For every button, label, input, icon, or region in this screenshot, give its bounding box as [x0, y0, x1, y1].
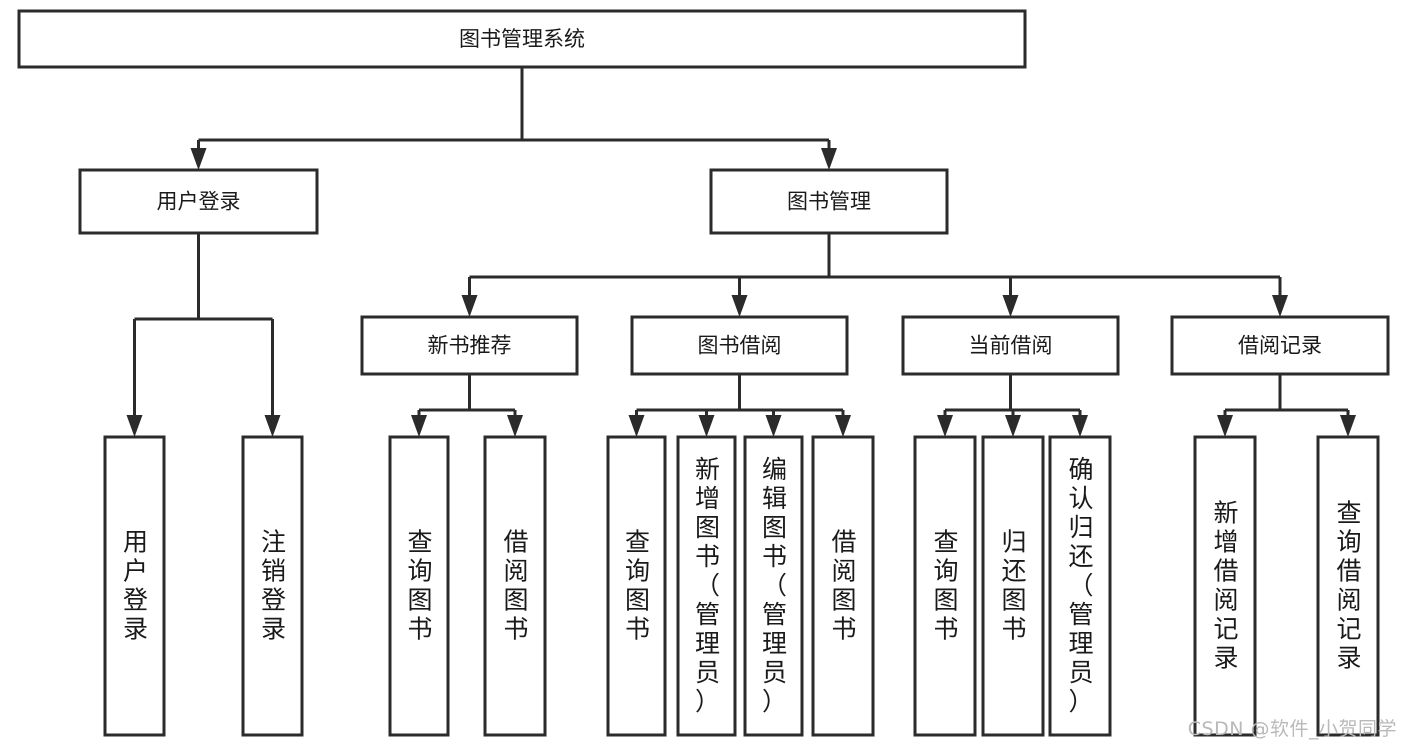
- node-box: [709, 168, 949, 235]
- node-box: [606, 435, 667, 737]
- node-box: [743, 435, 804, 737]
- node-label: 新增借阅记录: [1213, 499, 1238, 673]
- csdn-watermark: CSDN @软件_小贺同学: [1187, 718, 1397, 740]
- node-leaf-5[interactable]: 新增图书（管理员）: [676, 435, 737, 737]
- node-label: 图书管理: [787, 190, 871, 214]
- node-label: 用户登录: [157, 190, 241, 214]
- arrow-head-icon: [1002, 295, 1019, 317]
- node-leaf-10[interactable]: 确认归还（管理员）: [1048, 435, 1112, 737]
- node-label: 用户登录: [123, 528, 148, 644]
- node-box: [483, 435, 547, 737]
- node-label: 编辑图书（管理员）: [762, 455, 787, 716]
- node-leaf-11[interactable]: 新增借阅记录: [1193, 435, 1257, 737]
- node-label: 查询图书: [625, 528, 650, 644]
- arrow-head-icon: [731, 295, 748, 317]
- node-leaf-2[interactable]: 查询图书: [388, 435, 450, 737]
- node-box: [360, 315, 579, 376]
- node-box: [103, 435, 166, 737]
- node-level3-1[interactable]: 图书借阅: [630, 315, 849, 376]
- node-leaf-4[interactable]: 查询图书: [606, 435, 667, 737]
- node-label: 新书推荐: [428, 334, 512, 358]
- node-label: 图书借阅: [698, 334, 782, 358]
- node-leaf-9[interactable]: 归还图书: [981, 435, 1045, 737]
- node-label: 注销登录: [261, 528, 286, 644]
- node-label: 新增图书（管理员）: [695, 455, 720, 716]
- arrow-head-icon: [190, 148, 207, 170]
- node-box: [17, 9, 1027, 69]
- node-label: 查询图书: [933, 528, 958, 644]
- node-box: [630, 315, 849, 376]
- arrow-head-icon: [821, 148, 837, 170]
- node-label: 借阅记录: [1238, 334, 1322, 358]
- node-box: [1170, 315, 1390, 376]
- arrow-head-icon: [411, 415, 427, 437]
- node-leaf-0[interactable]: 用户登录: [103, 435, 166, 737]
- arrow-head-icon: [628, 415, 645, 437]
- arrow-head-icon: [1217, 415, 1233, 437]
- node-box: [241, 435, 304, 737]
- node-label: 图书管理系统: [459, 27, 585, 51]
- node-box: [1316, 435, 1380, 737]
- node-label: 当前借阅: [969, 334, 1053, 358]
- node-label: 借阅图书: [831, 528, 856, 644]
- node-box: [676, 435, 737, 737]
- node-label: 归还图书: [1001, 528, 1026, 644]
- node-level3-2[interactable]: 当前借阅: [901, 315, 1120, 376]
- node-box: [1193, 435, 1257, 737]
- node-leaf-8[interactable]: 查询图书: [913, 435, 977, 737]
- node-label: 查询借阅记录: [1336, 499, 1361, 673]
- node-label: 借阅图书: [503, 528, 528, 644]
- arrow-head-icon: [1072, 415, 1088, 437]
- node-box: [388, 435, 450, 737]
- arrow-head-icon: [765, 415, 782, 437]
- arrow-head-icon: [1340, 415, 1356, 437]
- arrow-head-icon: [835, 415, 851, 437]
- node-root-system[interactable]: 图书管理系统: [17, 9, 1027, 69]
- node-box: [901, 315, 1120, 376]
- arrow-head-icon: [461, 295, 478, 317]
- arrow-head-icon: [264, 415, 281, 437]
- node-label: 查询图书: [407, 528, 432, 644]
- arrow-head-icon: [937, 415, 953, 437]
- arrow-head-icon: [1272, 295, 1288, 317]
- node-leaf-6[interactable]: 编辑图书（管理员）: [743, 435, 804, 737]
- arrow-head-icon: [126, 415, 143, 437]
- node-leaf-7[interactable]: 借阅图书: [811, 435, 875, 737]
- node-level3-3[interactable]: 借阅记录: [1170, 315, 1390, 376]
- node-box: [913, 435, 977, 737]
- arrow-head-icon: [507, 415, 523, 437]
- nodes-layer: 图书管理系统用户登录图书管理新书推荐图书借阅当前借阅借阅记录用户登录注销登录查询…: [17, 9, 1390, 737]
- arrow-head-icon: [698, 415, 715, 437]
- node-box: [811, 435, 875, 737]
- node-leaf-3[interactable]: 借阅图书: [483, 435, 547, 737]
- node-box: [1048, 435, 1112, 737]
- node-level2-1[interactable]: 图书管理: [709, 168, 949, 235]
- node-level3-0[interactable]: 新书推荐: [360, 315, 579, 376]
- node-level2-0[interactable]: 用户登录: [78, 168, 319, 235]
- node-leaf-12[interactable]: 查询借阅记录: [1316, 435, 1380, 737]
- node-box: [78, 168, 319, 235]
- node-leaf-1[interactable]: 注销登录: [241, 435, 304, 737]
- node-label: 确认归还（管理员）: [1068, 455, 1093, 716]
- node-box: [981, 435, 1045, 737]
- edges-layer: [126, 67, 1356, 437]
- arrow-head-icon: [1005, 415, 1021, 437]
